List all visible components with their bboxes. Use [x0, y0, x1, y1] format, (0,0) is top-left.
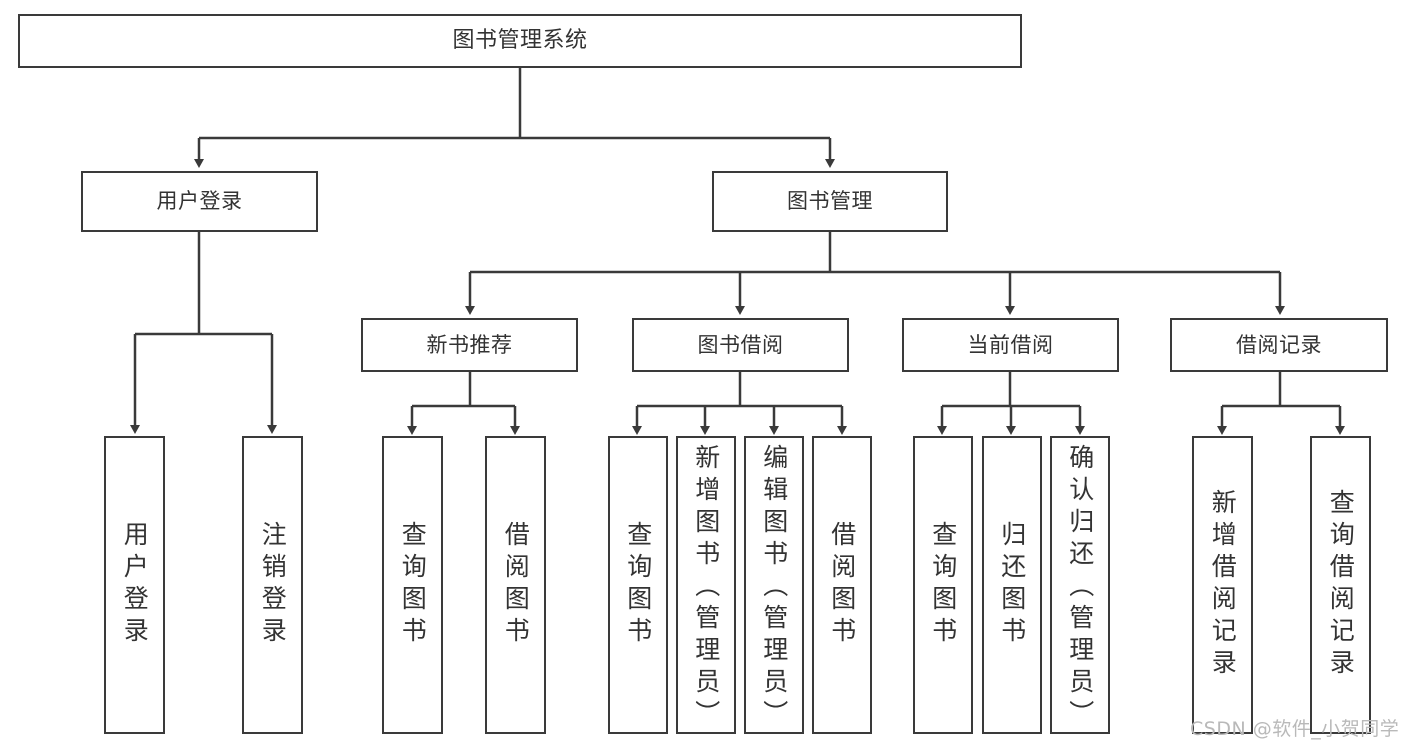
leaf-query-book-recommendation[interactable]: 查询图书 — [382, 436, 443, 734]
node-label: 查询图书 — [928, 521, 958, 649]
node-label: 图书管理 — [787, 189, 873, 213]
node-label: 图书管理系统 — [452, 28, 588, 53]
node-label: 归还图书 — [997, 521, 1027, 649]
node-label: 图书借阅 — [697, 332, 784, 357]
node-label: 借阅图书 — [827, 521, 857, 649]
node-label: 编辑图书（管理员） — [759, 444, 789, 732]
node-user-login[interactable]: 用户登录 — [81, 171, 318, 232]
leaf-confirm-return-admin[interactable]: 确认归还（管理员） — [1050, 436, 1110, 734]
leaf-add-book-admin[interactable]: 新增图书（管理员） — [676, 436, 736, 734]
node-label: 新增借阅记录 — [1208, 489, 1238, 681]
node-book-borrowing[interactable]: 图书借阅 — [632, 318, 849, 372]
node-label: 借阅图书 — [501, 521, 531, 649]
leaf-edit-book-admin[interactable]: 编辑图书（管理员） — [744, 436, 804, 734]
node-label: 用户登录 — [156, 189, 243, 213]
node-label: 查询图书 — [398, 521, 428, 649]
node-label: 确认归还（管理员） — [1065, 444, 1095, 732]
node-label: 新书推荐 — [426, 332, 513, 357]
node-current-borrowing[interactable]: 当前借阅 — [902, 318, 1119, 372]
node-label: 查询图书 — [623, 521, 653, 649]
leaf-query-book-current[interactable]: 查询图书 — [913, 436, 973, 734]
node-book-management[interactable]: 图书管理 — [712, 171, 948, 232]
node-label: 注销登录 — [258, 521, 288, 649]
leaf-query-borrow-record[interactable]: 查询借阅记录 — [1310, 436, 1371, 734]
leaf-borrow-book-recommendation[interactable]: 借阅图书 — [485, 436, 546, 734]
leaf-return-book[interactable]: 归还图书 — [982, 436, 1042, 734]
node-new-book-recommendation[interactable]: 新书推荐 — [361, 318, 578, 372]
node-borrow-records[interactable]: 借阅记录 — [1170, 318, 1388, 372]
node-label: 查询借阅记录 — [1326, 489, 1356, 681]
leaf-query-book-borrowing[interactable]: 查询图书 — [608, 436, 668, 734]
node-label: 新增图书（管理员） — [691, 444, 721, 732]
leaf-borrow-book-borrowing[interactable]: 借阅图书 — [812, 436, 872, 734]
node-label: 用户登录 — [120, 521, 150, 649]
leaf-user-login[interactable]: 用户登录 — [104, 436, 165, 734]
node-root-book-management-system[interactable]: 图书管理系统 — [18, 14, 1022, 68]
node-label: 当前借阅 — [967, 332, 1054, 357]
leaf-add-borrow-record[interactable]: 新增借阅记录 — [1192, 436, 1253, 734]
node-label: 借阅记录 — [1236, 332, 1322, 357]
leaf-logout[interactable]: 注销登录 — [242, 436, 303, 734]
watermark: CSDN @软件_小贺同学 — [1190, 718, 1400, 740]
